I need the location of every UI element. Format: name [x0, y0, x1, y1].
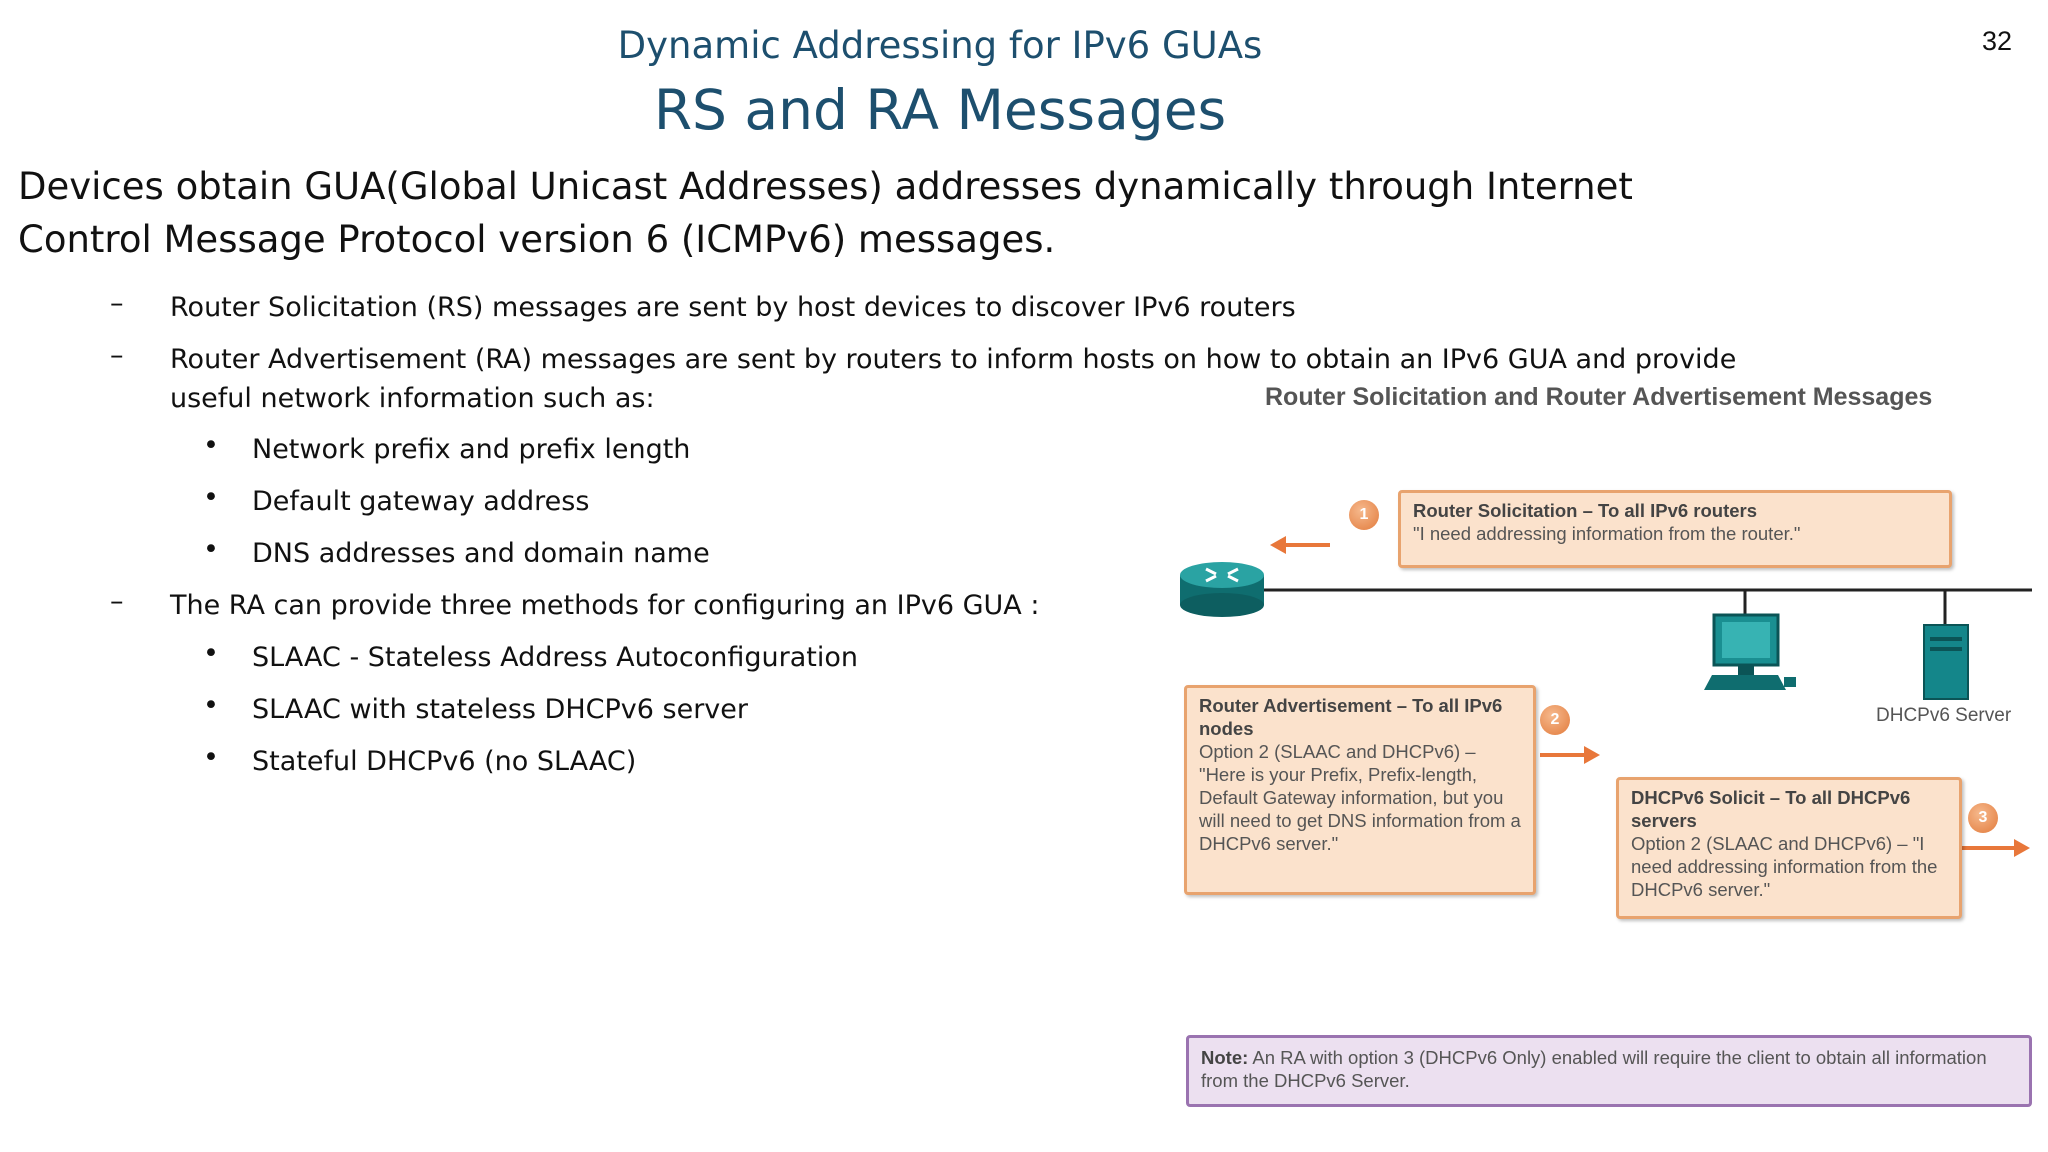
bullet-text: The RA can provide three methods for con… — [170, 590, 1040, 621]
dash-marker: – — [110, 586, 124, 617]
step-badge-1: 1 — [1349, 500, 1379, 530]
dot-marker: • — [203, 638, 219, 669]
slide-title: RS and RA Messages — [653, 78, 1227, 142]
ra-body: Option 2 (SLAAC and DHCPv6) – "Here is y… — [1199, 741, 1521, 854]
note-box: Note: An RA with option 3 (DHCPv6 Only) … — [1186, 1035, 2032, 1107]
bullet-text: Default gateway address — [252, 486, 590, 517]
ra-message-box: Router Advertisement – To all IPv6 nodes… — [1184, 685, 1536, 895]
dot-marker: • — [203, 482, 219, 513]
dot-marker: • — [203, 430, 219, 461]
rs-ra-figure: Router Solicitation and Router Advertise… — [1170, 375, 2040, 1115]
network-diagram — [1180, 536, 2032, 857]
bullet-text: DNS addresses and domain name — [252, 538, 710, 569]
ra-arrow-icon — [1540, 746, 1600, 764]
rs-message-box: Router Solicitation – To all IPv6 router… — [1398, 490, 1952, 568]
dot-marker: • — [203, 690, 219, 721]
rs-heading: Router Solicitation – To all IPv6 router… — [1413, 500, 1758, 521]
dot-marker: • — [203, 534, 219, 565]
bullet-text: Network prefix and prefix length — [252, 434, 691, 465]
bullet-text: SLAAC - Stateless Address Autoconfigurat… — [252, 642, 858, 673]
note-label: Note: — [1201, 1047, 1249, 1068]
bullet-text: SLAAC with stateless DHCPv6 server — [252, 694, 748, 725]
dhcp-heading: DHCPv6 Solicit – To all DHCPv6 servers — [1631, 787, 1911, 831]
ra-heading: Router Advertisement – To all IPv6 nodes — [1199, 695, 1503, 739]
rs-arrow-icon — [1270, 536, 1330, 554]
bullet-text: Router Advertisement (RA) messages are s… — [170, 344, 1737, 414]
dhcp-server-label: DHCPv6 Server — [1876, 705, 2012, 726]
dot-marker: • — [203, 742, 219, 773]
router-icon — [1180, 562, 1264, 617]
dash-marker: – — [110, 340, 124, 371]
dhcp-body: Option 2 (SLAAC and DHCPv6) – "I need ad… — [1631, 833, 1938, 900]
rs-body: "I need addressing information from the … — [1413, 523, 1801, 544]
dhcp-arrow-icon — [1958, 839, 2030, 857]
dash-marker: – — [110, 288, 124, 319]
intro-paragraph: Devices obtain GUA(Global Unicast Addres… — [18, 165, 1633, 261]
bullet-text: Router Solicitation (RS) messages are se… — [170, 292, 1296, 323]
server-icon — [1923, 624, 1969, 700]
figure-title: Router Solicitation and Router Advertise… — [1265, 383, 1933, 411]
slide-subtitle: Dynamic Addressing for IPv6 GUAs — [617, 24, 1263, 67]
bullet-text: Stateful DHCPv6 (no SLAAC) — [252, 746, 637, 777]
pc-icon — [1704, 613, 1796, 690]
note-text: An RA with option 3 (DHCPv6 Only) enable… — [1201, 1047, 1987, 1091]
dhcp-solicit-box: DHCPv6 Solicit – To all DHCPv6 servers O… — [1616, 777, 1962, 919]
step-badge-3: 3 — [1968, 803, 1998, 833]
step-badge-2: 2 — [1540, 705, 1570, 735]
slide-number: 32 — [1981, 26, 2012, 56]
